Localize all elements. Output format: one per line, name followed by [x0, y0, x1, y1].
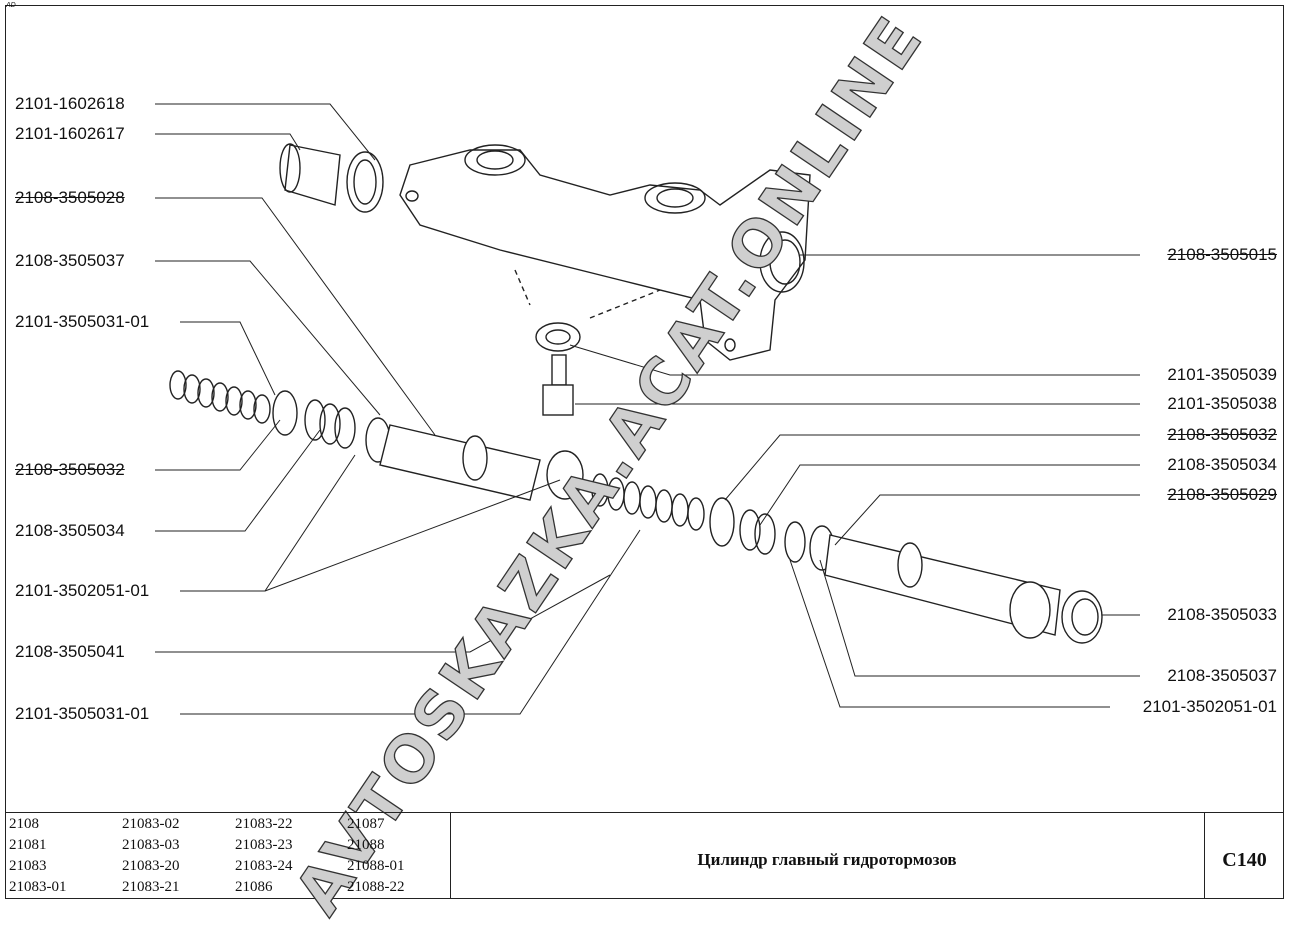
primary-piston: [379, 424, 584, 501]
part-label: 2101-1602618: [15, 94, 125, 113]
drawing-frame: [5, 5, 1284, 899]
model-item: 21088-01: [347, 858, 405, 874]
left-cups-and-rings: [272, 390, 391, 463]
model-item: 2108: [9, 816, 39, 832]
part-label: 2108-3505032: [15, 460, 125, 479]
model-item: 21083: [9, 858, 47, 874]
model-item: 21081: [9, 837, 47, 853]
model-item: 21083-22: [235, 816, 293, 832]
part-label: 2108-3505015: [1167, 245, 1277, 264]
part-label: 2108-3505029: [1167, 485, 1277, 504]
model-list: 2108 21081 21083 21083-01 21083-02 21083…: [5, 813, 451, 899]
right-cups-and-rings: [709, 497, 835, 571]
plug-and-washer: [279, 143, 384, 213]
model-item: 21087: [347, 816, 385, 832]
model-item: 21083-24: [235, 858, 293, 874]
model-item: 21083-23: [235, 837, 293, 853]
model-item: 21083-20: [122, 858, 180, 874]
part-label: 2108-3505033: [1167, 605, 1277, 624]
title-block: 2108 21081 21083 21083-01 21083-02 21083…: [5, 812, 1284, 899]
part-label: 2108-3505032: [1167, 425, 1277, 444]
part-label: 2108-3505037: [15, 251, 125, 270]
part-label: 2101-3505039: [1167, 365, 1277, 384]
part-label: 2108-3505041: [15, 642, 125, 661]
drawing-title: Цилиндр главный гидротормозов: [450, 813, 1205, 899]
parts-illustration: [155, 103, 1140, 715]
part-label: 2101-1602617: [15, 124, 125, 143]
model-item: 21083-01: [9, 879, 67, 895]
bolt-and-washer: [535, 322, 581, 416]
part-label: 2101-3505031-01: [15, 704, 150, 723]
model-item: 21083-03: [122, 837, 180, 853]
model-item: 21088: [347, 837, 385, 853]
cylinder-body: [399, 144, 811, 361]
part-label: 2101-3505031-01: [15, 312, 150, 331]
part-label: 2101-3502051-01: [15, 581, 150, 600]
middle-spring: [591, 473, 705, 531]
leader-lines: [155, 103, 1140, 715]
left-spring: [169, 370, 271, 424]
model-item: 21086: [235, 879, 273, 895]
part-label: 2108-3505034: [1167, 455, 1277, 474]
drawing-code: C140: [1222, 848, 1267, 871]
corner-mark: AD: [6, 2, 16, 9]
part-label: 2108-3505028: [15, 188, 125, 207]
model-item: 21083-21: [122, 879, 180, 895]
part-label: 2108-3505034: [15, 521, 125, 540]
part-label: 2108-3505037: [1167, 666, 1277, 685]
secondary-piston: [824, 534, 1103, 644]
part-label: 2101-3502051-01: [1142, 697, 1277, 716]
model-item: 21083-02: [122, 816, 180, 832]
model-item: 21088-22: [347, 879, 405, 895]
part-label: 2101-3505038: [1167, 394, 1277, 413]
